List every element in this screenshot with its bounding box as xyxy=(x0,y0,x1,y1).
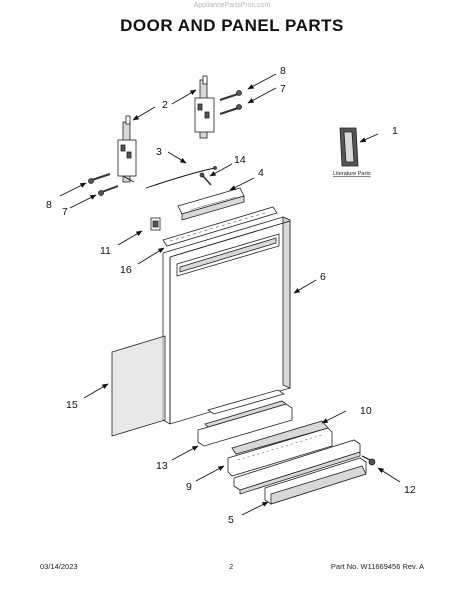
callout-7-left: 7 xyxy=(62,206,68,218)
callout-16: 16 xyxy=(120,264,132,276)
callout-15: 15 xyxy=(66,399,78,411)
bracket-13 xyxy=(197,389,293,447)
screw-left-8 xyxy=(88,173,111,184)
callout-14: 14 xyxy=(234,154,246,166)
screw-left-7 xyxy=(98,185,119,196)
screw-right-7 xyxy=(219,104,242,115)
footer-part-number: Part No. W11669456 Rev. A xyxy=(330,562,424,571)
insulation-pad xyxy=(111,335,166,437)
hinge-left xyxy=(117,115,137,183)
callout-8-left: 8 xyxy=(46,199,52,211)
toe-kick-5 xyxy=(264,457,367,505)
bracket-9 xyxy=(227,420,333,477)
rail-10 xyxy=(233,439,361,495)
callout-8-right: 8 xyxy=(280,65,286,77)
screw-12 xyxy=(361,455,376,466)
callout-6: 6 xyxy=(320,271,326,283)
footer-date: 03/14/2023 xyxy=(40,562,78,571)
callout-1: 1 xyxy=(392,125,398,137)
hinge-right xyxy=(194,75,215,139)
page-title: DOOR AND PANEL PARTS xyxy=(120,16,344,35)
callout-5: 5 xyxy=(228,514,234,526)
callout-4: 4 xyxy=(258,167,264,179)
callout-7-right: 7 xyxy=(280,83,286,95)
door-panel xyxy=(162,206,291,425)
callout-13: 13 xyxy=(156,460,168,472)
literature-card xyxy=(339,127,359,167)
screw-right-8 xyxy=(219,90,242,101)
callout-3: 3 xyxy=(156,146,162,158)
cable xyxy=(145,167,216,189)
callout-9: 9 xyxy=(186,481,192,493)
clip xyxy=(150,217,161,231)
watermark: AppliancePartsPros.com xyxy=(193,2,271,9)
vent-bracket xyxy=(177,187,245,221)
screw-14 xyxy=(199,172,212,186)
callout-11: 11 xyxy=(100,245,111,257)
callout-12: 12 xyxy=(404,484,416,496)
literature-label: Literature Parts xyxy=(333,171,371,177)
callout-2: 2 xyxy=(162,99,168,111)
leader-lines xyxy=(59,73,401,516)
footer-page-number: 2 xyxy=(229,562,234,571)
callout-10: 10 xyxy=(360,405,372,417)
